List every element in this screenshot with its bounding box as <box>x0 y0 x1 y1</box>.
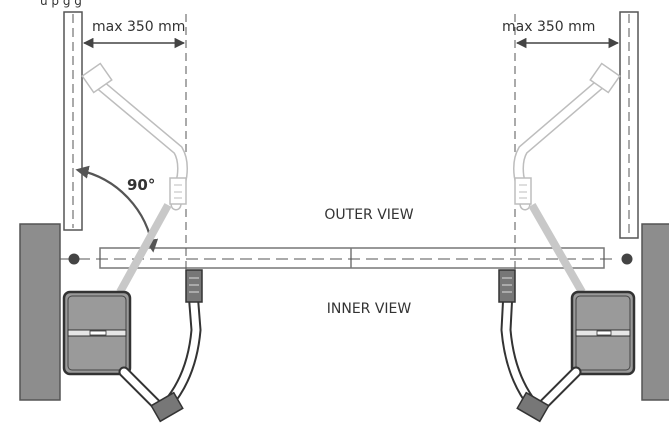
left-wall-pillar <box>19 223 61 401</box>
inner-view-label: INNER VIEW <box>327 301 412 317</box>
outer-view-label: OUTER VIEW <box>324 207 413 223</box>
right-open-leaf <box>619 11 639 239</box>
left-open-leaf <box>63 11 83 231</box>
left-dimension: max 350 mm <box>82 14 187 270</box>
left-arm-link-faint <box>116 203 172 294</box>
left-arm-open <box>81 62 188 211</box>
right-arm-closed <box>498 269 582 423</box>
left-hinge-point <box>68 253 80 265</box>
left-dimension-label: max 350 mm <box>92 19 185 35</box>
closed-gate-leaves <box>60 247 612 269</box>
right-hinge-point <box>621 253 633 265</box>
left-arm-closed <box>118 269 203 423</box>
right-arm-open <box>513 62 621 211</box>
right-motor <box>570 290 636 376</box>
clipped-top-text: u p g g <box>40 0 82 8</box>
right-dimension: max 350 mm <box>502 14 620 270</box>
left-motor <box>62 290 132 376</box>
angle-indicator: 90° <box>75 165 159 253</box>
angle-label: 90° <box>127 176 155 194</box>
right-arm-link-faint <box>528 203 586 294</box>
right-dimension-label: max 350 mm <box>502 19 595 35</box>
right-wall-pillar <box>641 223 669 401</box>
